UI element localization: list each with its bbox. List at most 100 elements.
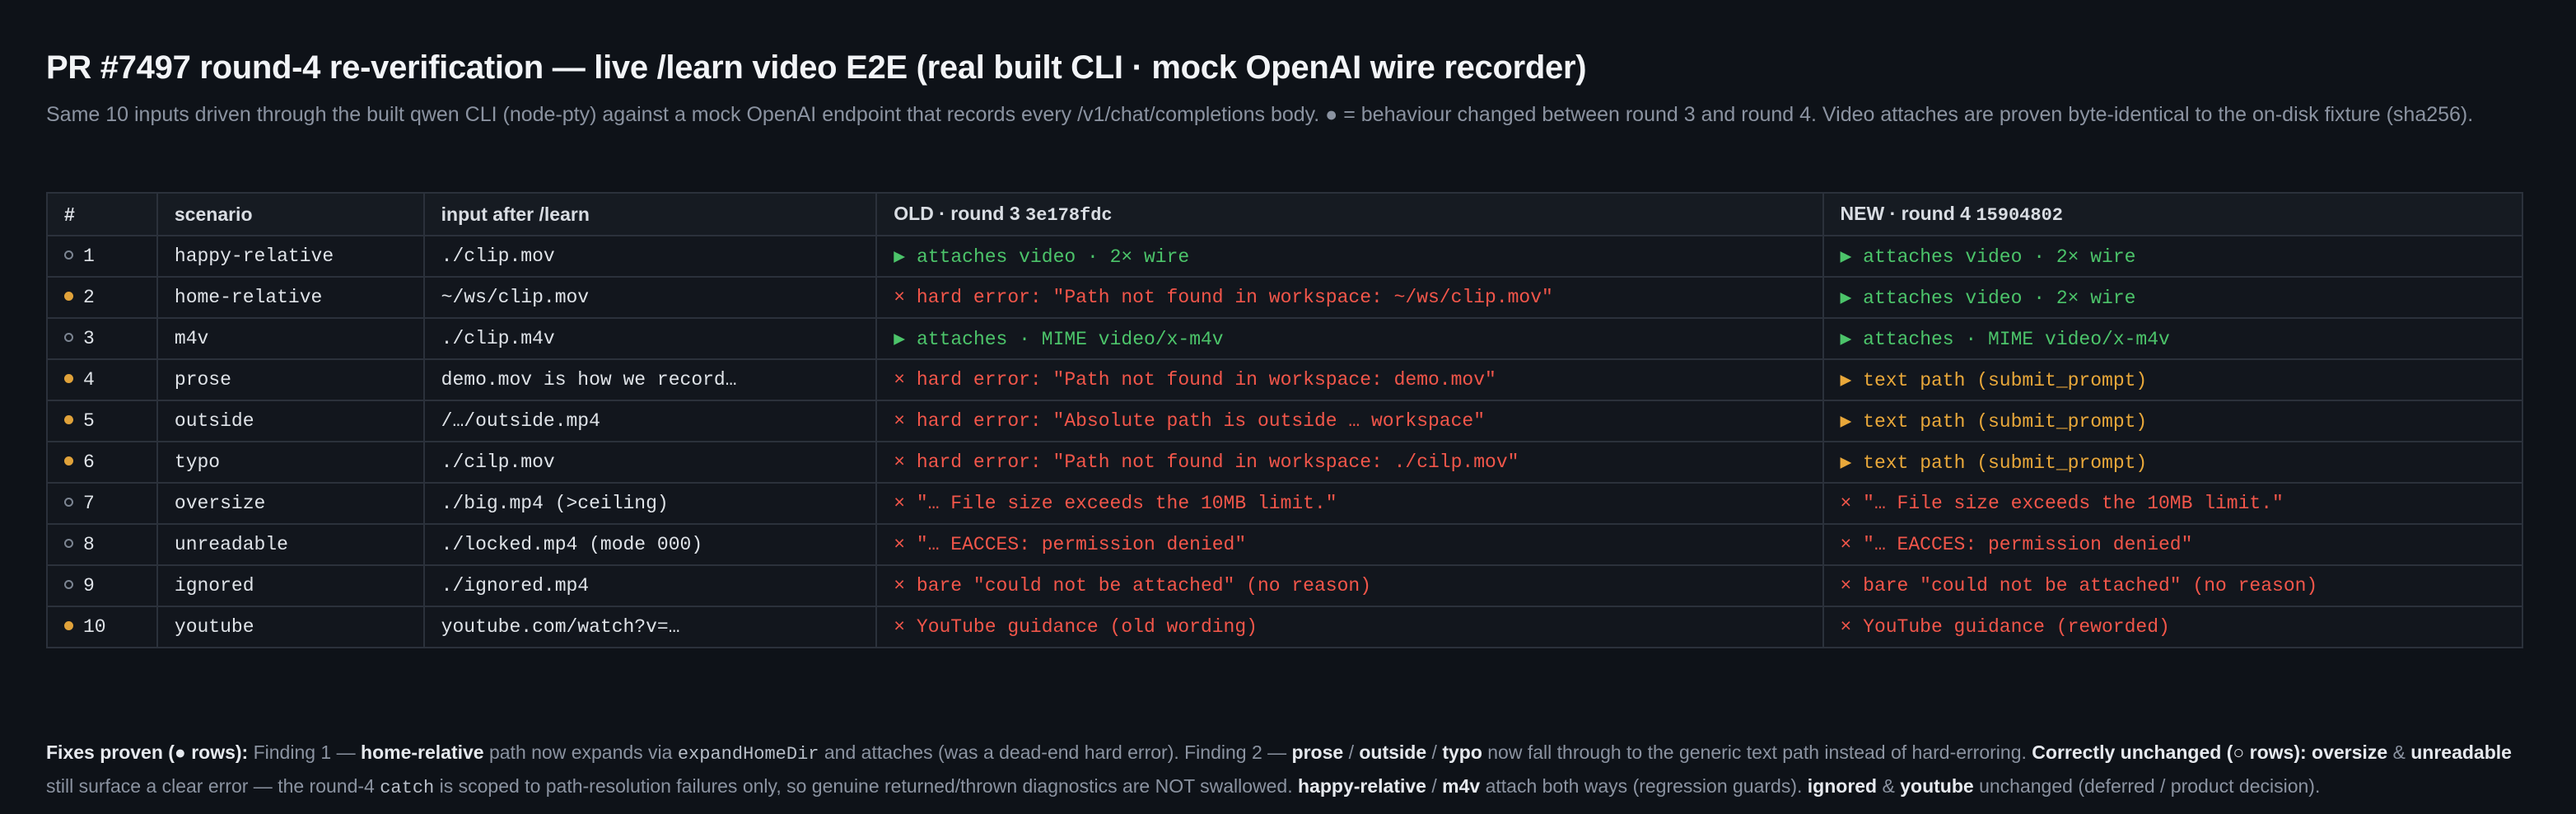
footer-fixes-label: Fixes proven (● rows): [46,741,249,763]
cell-input: ~/ws/clip.mov [422,276,878,319]
cell-num: 2 [46,276,158,319]
cell-new-result: ▶ attaches · MIME video/x-m4v [1822,317,2524,360]
cell-new-result: ▶ text path (submit_prompt) [1822,441,2524,484]
footer-text: now fall through to the generic text pat… [1482,741,2032,763]
header-scenario: scenario [156,192,425,236]
unchanged-dot-icon [64,580,73,589]
cell-scenario: home-relative [156,276,425,319]
cell-old-result: × hard error: "Path not found in workspa… [875,441,1824,484]
footer-text: Finding 1 — [248,741,362,763]
footer-text: unchanged (deferred / product decision). [1973,775,2321,797]
row-number: 7 [83,493,95,514]
footer-term: prose [1291,741,1344,763]
footer-term: home-relative [361,741,484,763]
table-row: 5 outside/…/outside.mp4× hard error: "Abs… [46,400,2524,442]
cell-num: 7 [46,482,158,525]
header-input: input after /learn [422,192,878,236]
cell-scenario: unreadable [156,523,425,566]
cell-input: ./cilp.mov [422,441,878,484]
cell-scenario: happy-relative [156,235,425,278]
cell-new-result: × bare "could not be attached" (no reaso… [1822,564,2524,607]
cell-scenario: oversize [156,482,425,525]
changed-dot-icon [64,621,73,630]
cell-num: 5 [46,400,158,442]
footer-term: outside [1359,741,1427,763]
changed-dot-icon [64,456,73,465]
page: PR #7497 round-4 re-verification — live … [46,46,2524,798]
header-old-label: OLD · round 3 [894,203,1020,224]
cell-input: demo.mov is how we record… [422,358,878,401]
cell-input: ./locked.mp4 (mode 000) [422,523,878,566]
footer-notes: Fixes proven (● rows): Finding 1 — home-… [46,737,2523,804]
cell-scenario: prose [156,358,425,401]
cell-old-result: × hard error: "Absolute path is outside … [875,400,1824,442]
cell-old-result: × hard error: "Path not found in workspa… [875,276,1824,319]
cell-num: 6 [46,441,158,484]
footer-text: & [2387,741,2411,763]
header-new: NEW · round 4 15904802 [1822,192,2524,236]
footer-text: path now expands via [483,741,678,763]
cell-scenario: outside [156,400,425,442]
footer-text: / [1426,741,1443,763]
page-subtitle: Same 10 inputs driven through the built … [46,103,2474,126]
changed-dot-icon [64,415,73,424]
cell-old-result: × YouTube guidance (old wording) [875,606,1824,648]
cell-old-result: ▶ attaches video · 2× wire [875,235,1824,278]
cell-old-result: × bare "could not be attached" (no reaso… [875,564,1824,607]
cell-num: 4 [46,358,158,401]
cell-num: 1 [46,235,158,278]
footer-term: youtube [1900,775,1974,797]
row-number: 1 [83,246,95,267]
row-number: 5 [83,410,95,432]
cell-scenario: m4v [156,317,425,360]
unchanged-dot-icon [64,498,73,507]
table-row: 2 home-relative~/ws/clip.mov× hard error:… [46,276,2524,319]
footer-text: still surface a clear error — the round-… [46,775,380,797]
footer-text: / [1343,741,1360,763]
changed-dot-icon [64,292,73,301]
footer-unchanged-label: Correctly unchanged (○ rows): oversize [2032,741,2388,763]
footer-text: is scoped to path-resolution failures on… [434,775,1299,797]
header-new-label: NEW · round 4 [1840,203,1971,224]
header-num: # [46,192,158,236]
footer-term: happy-relative [1298,775,1426,797]
footer-text: and attaches (was a dead-end hard error)… [819,741,1292,763]
cell-new-result: × "… EACCES: permission denied" [1822,523,2524,566]
cell-input: ./clip.mov [422,235,878,278]
row-number: 10 [83,616,106,638]
footer-term: unreadable [2410,741,2512,763]
header-old: OLD · round 3 3e178fdc [875,192,1824,236]
row-number: 9 [83,575,95,596]
cell-num: 9 [46,564,158,607]
cell-new-result: × "… File size exceeds the 10MB limit." [1822,482,2524,525]
header-new-hash: 15904802 [1976,205,2063,226]
cell-new-result: ▶ text path (submit_prompt) [1822,358,2524,401]
footer-code: catch [380,778,435,798]
footer-term: typo [1442,741,1482,763]
row-number: 8 [83,534,95,555]
unchanged-dot-icon [64,539,73,548]
page-title: PR #7497 round-4 re-verification — live … [46,49,1587,86]
cell-new-result: × YouTube guidance (reworded) [1822,606,2524,648]
cell-input: /…/outside.mp4 [422,400,878,442]
table-header-row: # scenario input after /learn OLD · roun… [46,192,2524,236]
row-number: 2 [83,287,95,308]
cell-num: 8 [46,523,158,566]
cell-new-result: ▶ attaches video · 2× wire [1822,235,2524,278]
footer-text: & [1877,775,1901,797]
cell-input: ./big.mp4 (>ceiling) [422,482,878,525]
results-table: # scenario input after /learn OLD · roun… [46,192,2524,648]
cell-scenario: ignored [156,564,425,607]
header-old-hash: 3e178fdc [1025,205,1113,226]
cell-new-result: ▶ attaches video · 2× wire [1822,276,2524,319]
cell-scenario: youtube [156,606,425,648]
cell-input: youtube.com/watch?v=… [422,606,878,648]
cell-old-result: × "… File size exceeds the 10MB limit." [875,482,1824,525]
cell-input: ./ignored.mp4 [422,564,878,607]
unchanged-dot-icon [64,333,73,342]
